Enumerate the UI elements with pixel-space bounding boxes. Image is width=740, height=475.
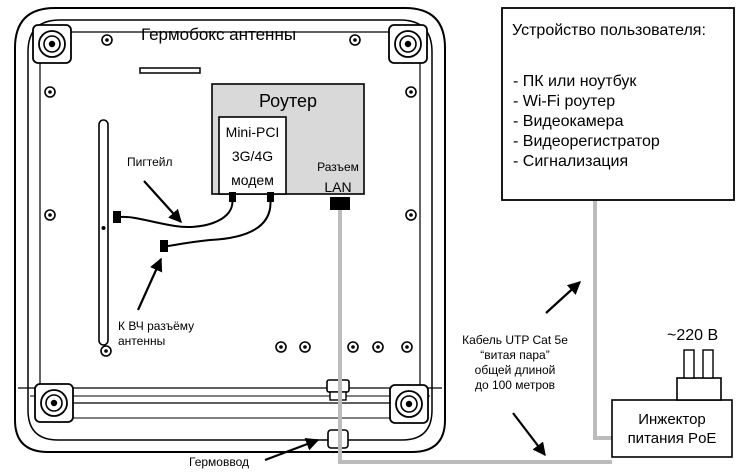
arrow-icon [136,257,163,311]
enclosure-title: Гермобокс антенны [141,25,297,44]
cable-label-line: общей длиной [474,363,556,377]
cable-label-line: Кабель UTP Cat 5e [462,333,568,347]
mounting-rail [139,67,201,74]
rf-connector-label-line: К ВЧ разъёму [118,319,195,333]
arrow-icon [143,180,182,223]
pigtail-cable [113,192,274,252]
corner-screw-icon [388,24,428,64]
lan-port [330,197,350,210]
arrow-icon [545,281,581,314]
connector-icon [113,211,121,223]
injector-label-line: Инжектор [638,411,706,428]
user-device-item: - Видеокамера [513,113,624,130]
injector-label-line: питания PoE [627,430,717,447]
lan-label-line: LAN [324,179,352,195]
user-device-item: - Wi-Fi роутер [513,93,616,110]
corner-screw-icon [32,24,72,64]
antenna-strip [98,119,109,346]
router-title: Роутер [258,91,318,111]
gland-label: Гермоввод [189,455,249,469]
injector-label: Инжектор питания PoE [612,410,732,448]
cable-label: Кабель UTP Cat 5e “витая пара” общей дли… [440,333,590,393]
corner-screw-icon [389,384,429,424]
power-label: ~220 В [667,327,719,344]
user-device-box [501,7,735,201]
modem-box [218,116,287,195]
connector-icon [160,240,168,252]
lan-label: Разъем LAN [306,157,370,197]
user-device-item: - Видеорегистратор [513,133,660,150]
cable-label-line: “витая пара” [480,348,550,362]
modem-label: Mini-PCI 3G/4G модем [219,120,286,192]
lan-label-line: Разъем [317,160,359,174]
enclosure [14,7,446,453]
cable-label-line: до 100 метров [474,378,556,392]
arrow-icon [264,438,320,462]
modem-label-line: Mini-PCI [225,124,280,140]
user-device-title: Устройство пользователя: [512,22,706,39]
rf-connector-label-line: антенны [118,334,166,348]
user-device-list: - ПК или ноутбук - Wi-Fi роутер - Видеок… [513,72,660,172]
rf-connector-label: К ВЧ разъёму антенны [118,319,194,349]
utp-cable [338,200,612,464]
arrow-icon [512,412,546,457]
poe-injector-box [611,399,733,458]
pigtail-label: Пигтейл [127,155,173,169]
corner-screw-icon [34,383,74,423]
modem-label-line: 3G/4G [231,148,274,164]
user-device-item: - ПК или ноутбук [513,73,637,90]
modem-label-line: модем [231,172,274,188]
user-device-item: - Сигнализация [513,153,629,170]
plug-icon [676,349,722,401]
